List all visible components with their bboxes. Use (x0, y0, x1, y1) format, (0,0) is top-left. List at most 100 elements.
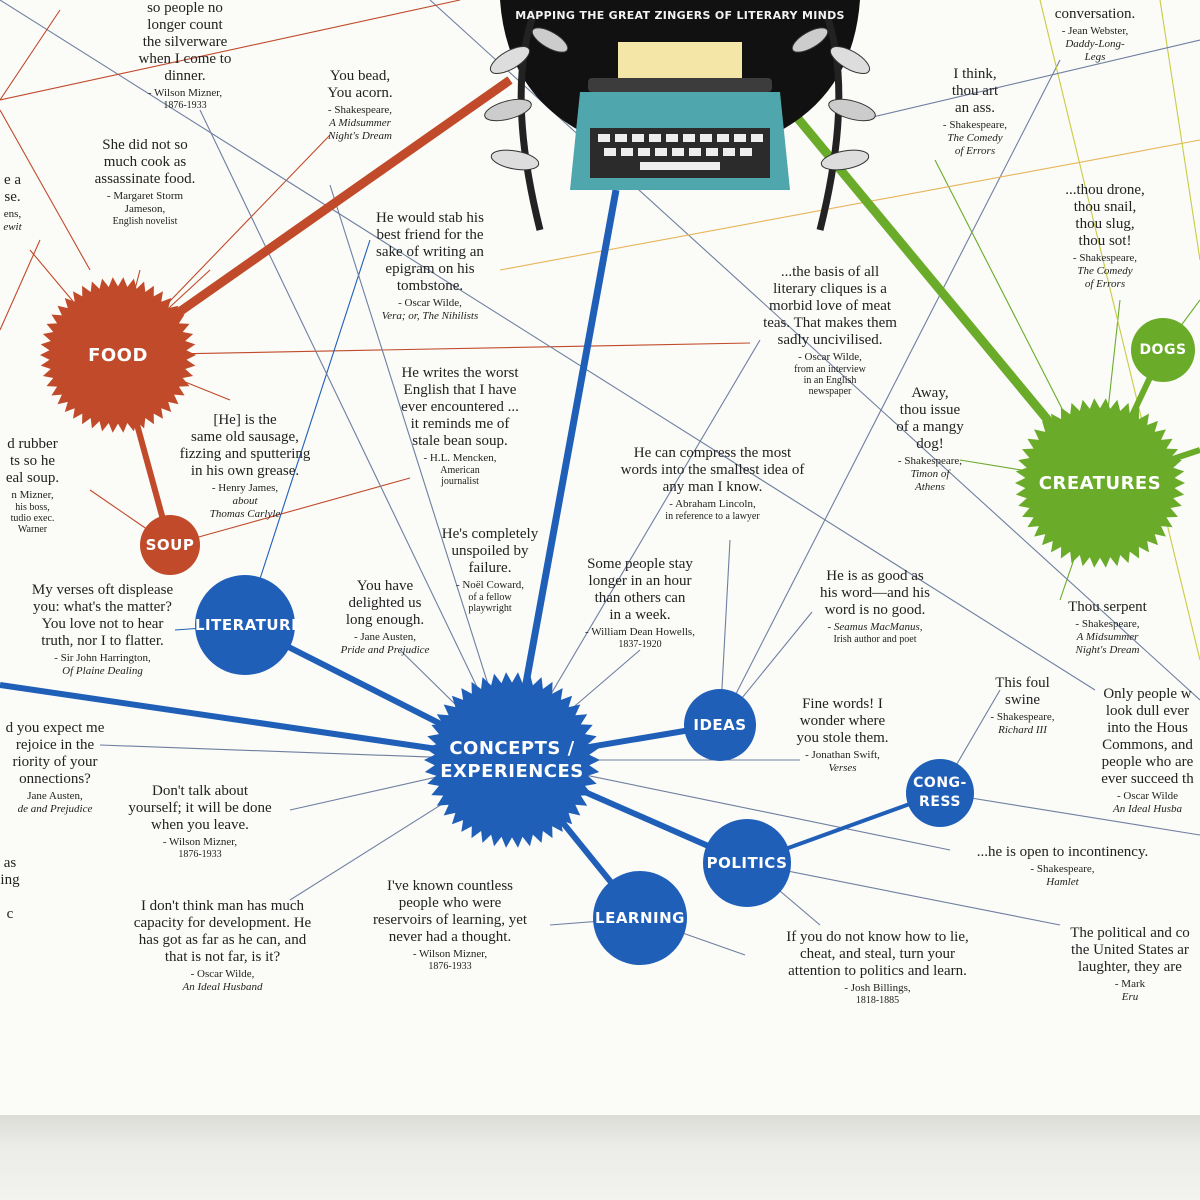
quote-asing: as ing c (0, 855, 20, 923)
connector-line (244, 239, 371, 626)
quote-text: Thou serpent (1068, 599, 1147, 615)
connector-line (746, 862, 1061, 926)
quote-detail: his boss, tudio exec. Warner (10, 502, 55, 535)
quote-text: conversation. (1054, 6, 1136, 22)
quote-author: - Shakespeare, (897, 455, 963, 467)
quote-work: Timon of Athens (910, 468, 950, 493)
quote-author: ens, (3, 208, 22, 220)
connector-line (511, 339, 761, 761)
quote-detail: in reference to a lawyer (665, 511, 760, 522)
quote-spoiled: He's completely unspoiled by failure.- N… (425, 526, 555, 614)
food-branch-line (115, 76, 513, 359)
node-learning (593, 871, 687, 965)
quote-text: Don't talk about yourself; it will be do… (128, 783, 272, 833)
quote-serpent: Thou serpent- Shakespeare,A Midsummer Ni… (1060, 599, 1155, 657)
quote-text: I've known countless people who were res… (372, 878, 528, 945)
quote-work: Pride and Prejudice (340, 644, 430, 656)
quote-text: ...the basis of all literary cliques is … (763, 264, 897, 348)
connector-line (1159, 0, 1200, 261)
quote-text: as ing c (0, 855, 20, 922)
quote-work: Verses (828, 762, 857, 774)
node-food (40, 277, 196, 433)
quote-detail: 1876-1933 (178, 849, 222, 860)
quote-incontinency: ...he is open to incontinency. - Shakespe… (955, 844, 1170, 889)
quote-author: - Jean Webster, (1061, 25, 1129, 37)
quote-author: - Seamus MacManus, (827, 621, 923, 633)
header-banner (480, 0, 880, 231)
node-dogs (1131, 318, 1195, 382)
quote-work: An Ideal Husba (1112, 803, 1183, 815)
quote-author: - Jane Austen, (353, 631, 416, 643)
connector-line (939, 792, 1200, 836)
quote-author: - William Dean Howells, (585, 626, 695, 638)
quote-text: e a se. (3, 172, 22, 205)
quote-work: The Comedy of Errors (1077, 265, 1133, 290)
quote-asass: I think, thou art an ass.- Shakespeare,T… (930, 66, 1020, 158)
quote-text: Some people stay longer in an hour than … (587, 556, 693, 623)
quote-cliques: ...the basis of all literary cliques is … (745, 264, 915, 397)
quote-work: Eru (1121, 991, 1139, 1003)
node-concepts (424, 672, 600, 848)
quote-silverware: so people no longer count the silverware… (100, 0, 270, 111)
connector-line (0, 109, 91, 271)
quote-author: - Jonathan Swift, (805, 749, 880, 761)
laurel-right-icon (791, 8, 876, 231)
quote-dullever: Only people w look dull ever into the Ho… (1095, 686, 1200, 816)
quote-political: The political and co the United States a… (1060, 925, 1200, 1004)
node-ideas (684, 689, 756, 761)
quote-author: - H.L. Mencken, (423, 452, 497, 464)
quote-author: - Wilson Mizner, (162, 836, 238, 848)
quote-goodword: He is as good as his word—and his word i… (805, 568, 945, 645)
node-congress (906, 759, 974, 827)
quote-text: The political and co the United States a… (1070, 925, 1190, 975)
quote-text: He writes the worst English that I have … (401, 365, 519, 449)
branch-lines (0, 76, 1200, 920)
creatures-branch-line (791, 112, 1104, 486)
quote-webster: conversation. - Jean Webster,Daddy-Long- … (1040, 6, 1150, 64)
quote-text: My verses oft displease you: what's the … (31, 582, 174, 649)
quote-text: Only people w look dull ever into the Ho… (1101, 686, 1194, 787)
connector-line (199, 109, 513, 761)
quote-text: He is as good as his word—and his word i… (820, 568, 930, 618)
quote-text: He's completely unspoiled by failure. (441, 526, 539, 576)
quote-swine: This foul swine- Shakespeare,Richard III (975, 675, 1070, 737)
quote-stab: He would stab his best friend for the sa… (360, 210, 500, 323)
quote-text: He can compress the most words into the … (620, 445, 805, 495)
quote-author: - Sir John Harrington, (54, 652, 151, 664)
connector-line (0, 9, 61, 101)
quote-drone: ...thou drone, thou snail, thou slug, th… (1055, 182, 1155, 291)
connector-line (329, 184, 513, 761)
quote-text: This foul swine (995, 675, 1050, 708)
quote-author: - Shakespeare, (1030, 863, 1095, 875)
quote-author: - Oscar Wilde, (798, 351, 862, 363)
quote-author: - Wilson Mizner, (412, 948, 488, 960)
quote-detail: 1837-1920 (618, 639, 662, 650)
quote-author: - Oscar Wilde (1116, 790, 1179, 802)
quote-text: I think, thou art an ass. (951, 66, 999, 116)
quote-work: Daddy-Long- Legs (1065, 38, 1125, 63)
quote-expect: d you expect me rejoice in the riority o… (0, 720, 110, 816)
laurel-left-icon (484, 8, 569, 231)
quote-rubber: d rubber ts so he eal soup.n Mizner,his … (0, 436, 65, 535)
quote-text: ...thou drone, thou snail, thou slug, th… (1065, 182, 1145, 249)
floor-shadow (0, 1115, 1200, 1200)
quote-work: about Thomas Carlyle (209, 495, 281, 520)
quote-detail: 1876-1933 (428, 961, 472, 972)
quote-text: ...he is open to incontinency. (976, 844, 1149, 860)
quote-work: An Ideal Husband (182, 981, 263, 993)
quote-work: Vera; or, The Nihilists (381, 310, 479, 322)
quote-text: You have delighted us long enough. (345, 578, 425, 628)
quote-detail: from an interview in an English newspape… (794, 364, 866, 397)
quote-author: - Josh Billings, (844, 982, 911, 994)
quote-mangy: Away, thou issue of a mangy dog!- Shakes… (880, 385, 980, 494)
quote-text: She did not so much cook as assassinate … (94, 137, 196, 187)
quote-text: d you expect me rejoice in the riority o… (5, 720, 105, 787)
quote-capacity: I don't think man has much capacity for … (115, 898, 330, 994)
quote-author: n Mizner, (11, 489, 54, 501)
quote-text: He would stab his best friend for the sa… (376, 210, 484, 294)
quote-author: - Shakespeare, (942, 119, 1008, 131)
quote-author: - Shakespeare, (990, 711, 1055, 723)
quote-yourself: Don't talk about yourself; it will be do… (110, 783, 290, 860)
quote-author: - Shakespeare, (1075, 618, 1140, 630)
quote-text: If you do not know how to lie, cheat, an… (786, 929, 969, 979)
